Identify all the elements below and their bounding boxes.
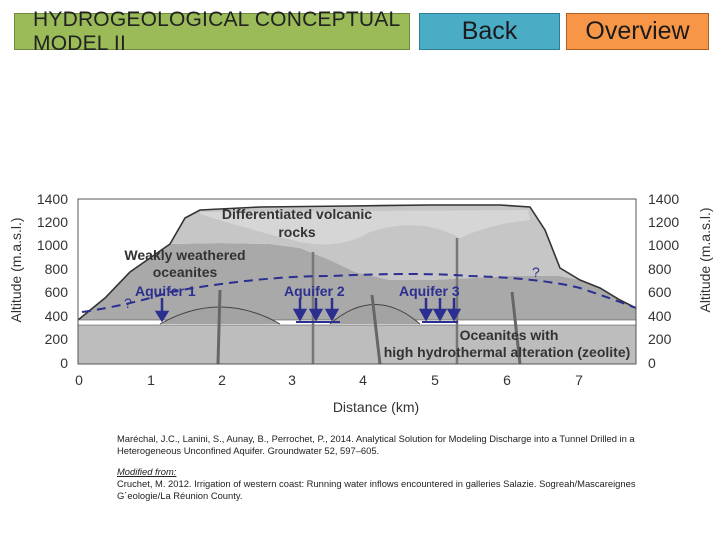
y-tick-left: 800 <box>45 261 69 277</box>
x-tick: 0 <box>75 372 83 388</box>
question-mark-left: ? <box>124 295 132 311</box>
x-tick: 6 <box>503 372 511 388</box>
y-tick-left: 0 <box>60 355 68 371</box>
citation: Maréchal, J.C., Lanini, S., Aunay, B., P… <box>117 433 635 456</box>
y-tick-left: 400 <box>45 308 69 324</box>
middle-unit <box>78 243 636 324</box>
x-axis-label: Distance (km) <box>333 399 419 415</box>
x-tick: 2 <box>218 372 226 388</box>
label-differentiated-2: rocks <box>278 224 316 240</box>
y-tick-left: 200 <box>45 331 69 347</box>
page-title: HYDROGEOLOGICAL CONCEPTUAL MODEL II <box>33 7 400 55</box>
x-tick: 1 <box>147 372 155 388</box>
references: Maréchal, J.C., Lanini, S., Aunay, B., P… <box>117 433 637 511</box>
x-tick: 3 <box>288 372 296 388</box>
y-tick-right: 800 <box>648 261 672 277</box>
label-weathered-2: oceanites <box>153 264 218 280</box>
y-axis-label-right: Altitude (m.a.s.l.) <box>697 207 713 312</box>
question-mark-right: ? <box>532 264 540 280</box>
y-axis-label-left: Altitude (m.a.s.l.) <box>8 217 24 322</box>
water-table <box>81 273 637 313</box>
conceptual-model-figure: 1400 1200 1000 800 600 400 200 0 1400 12… <box>8 191 713 415</box>
modified-from-label: Modified from: <box>117 466 177 477</box>
x-tick: 4 <box>359 372 367 388</box>
label-differentiated: Differentiated volcanic <box>222 206 372 222</box>
y-tick-right: 0 <box>648 355 656 371</box>
label-aquifer-1: Aquifer 1 <box>135 283 196 299</box>
x-tick: 7 <box>575 372 583 388</box>
y-tick-right: 600 <box>648 284 672 300</box>
title-banner: HYDROGEOLOGICAL CONCEPTUAL MODEL II <box>14 8 410 55</box>
label-oceanites-2: high hydrothermal alteration (zeolite) <box>384 344 631 360</box>
y-tick-right: 1400 <box>648 191 679 207</box>
y-tick-right: 1000 <box>648 237 679 253</box>
y-tick-right: 200 <box>648 331 672 347</box>
aquifer-arrows <box>154 298 462 323</box>
y-tick-left: 1200 <box>37 214 68 230</box>
source-citation: Cruchet, M. 2012. Irrigation of western … <box>117 478 636 501</box>
label-aquifer-2: Aquifer 2 <box>284 283 345 299</box>
label-weathered: Weakly weathered <box>124 247 245 263</box>
label-aquifer-3: Aquifer 3 <box>399 283 460 299</box>
y-tick-right: 400 <box>648 308 672 324</box>
y-tick-left: 1000 <box>37 237 68 253</box>
ground-surface <box>77 204 637 321</box>
label-oceanites: Oceanites with <box>460 327 559 343</box>
y-tick-left: 600 <box>45 284 69 300</box>
back-button[interactable]: Back <box>419 13 560 50</box>
y-tick-left: 1400 <box>37 191 68 207</box>
overview-button[interactable]: Overview <box>566 13 709 50</box>
x-tick: 5 <box>431 372 439 388</box>
y-tick-right: 1200 <box>648 214 679 230</box>
